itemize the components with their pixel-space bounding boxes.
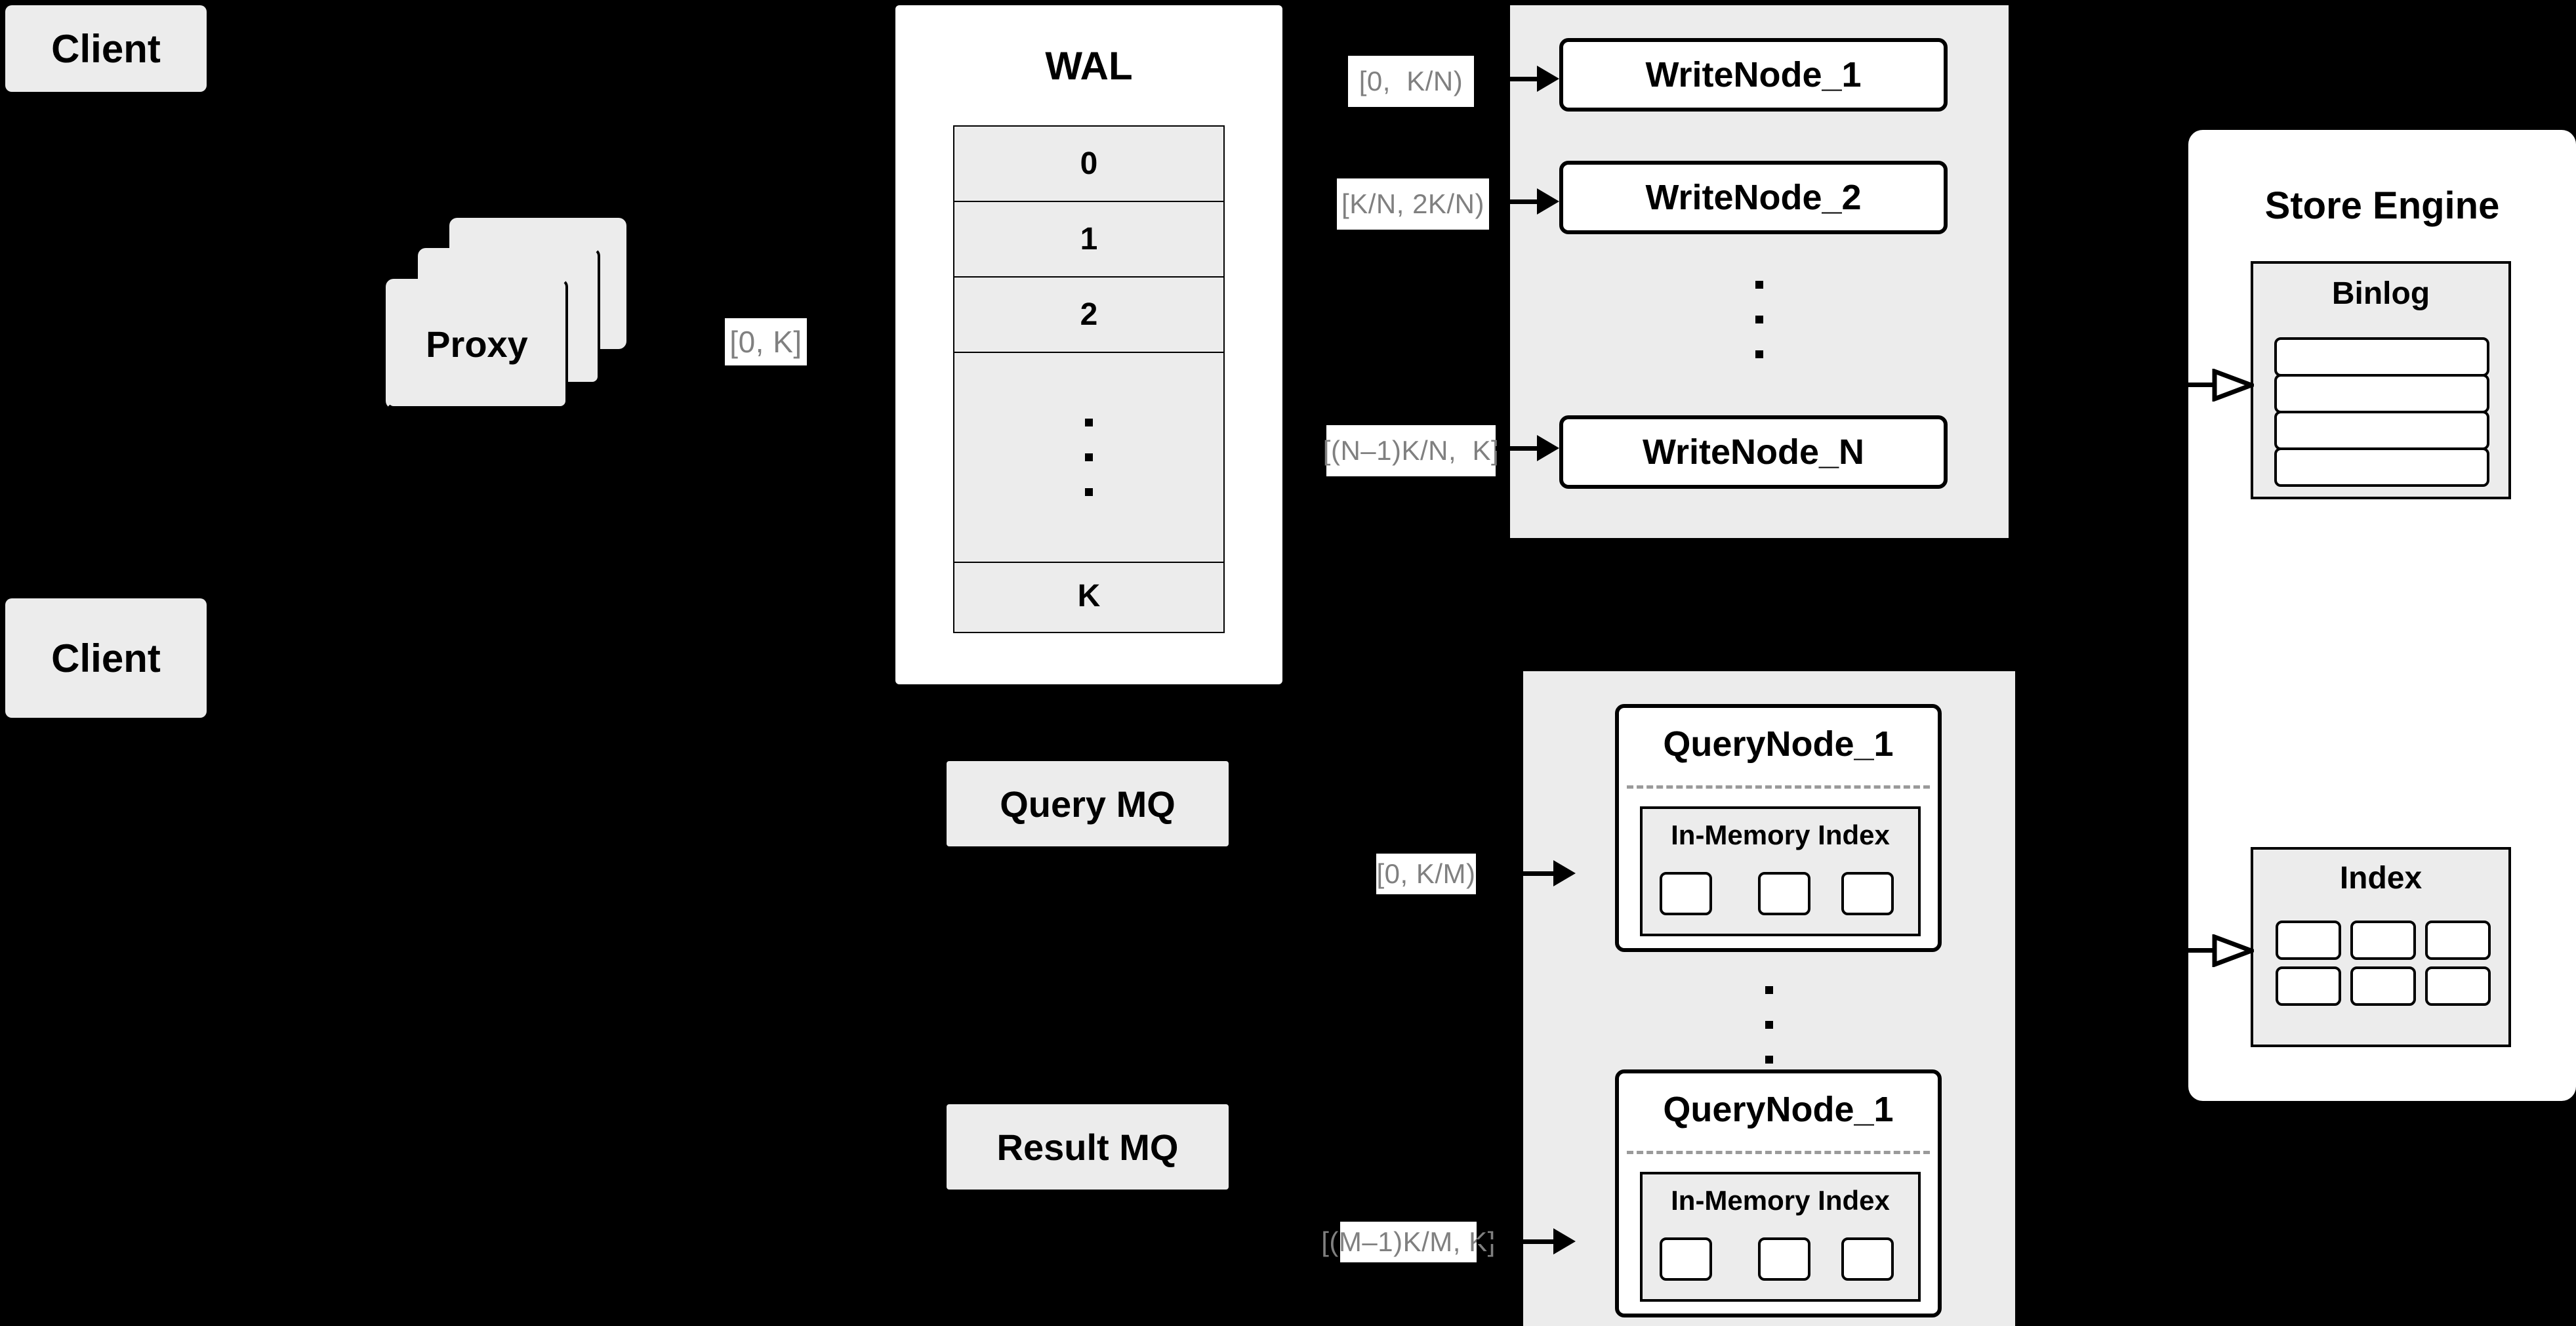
wal-row: 1 — [954, 202, 1223, 278]
query-node-cluster: QueryNode_1 In-Memory Index QueryNode_1 … — [1523, 671, 2015, 1326]
edge-label-query-node-m: [(M–1)K/M, K] — [1321, 1222, 1495, 1262]
client-box-1[interactable]: Client — [5, 5, 207, 92]
index-chip — [2425, 921, 2491, 960]
binlog-title: Binlog — [2331, 276, 2430, 311]
wal-row: 0 — [954, 127, 1223, 202]
arrow-line-write-node-1 — [1474, 77, 1540, 81]
vertical-ellipsis-icon — [1085, 419, 1093, 496]
arrow-head-query-node-1 — [1553, 860, 1576, 886]
arrow-head-open-to-binlog — [2212, 369, 2254, 402]
result-mq-label: Result MQ — [996, 1126, 1179, 1168]
write-node-cluster: WriteNode_1 WriteNode_2 WriteNode_N — [1510, 5, 2009, 538]
write-node-label: WriteNode_2 — [1645, 178, 1862, 217]
result-mq-box[interactable]: Result MQ — [947, 1104, 1229, 1190]
index-chip — [2276, 921, 2341, 960]
store-engine-title: Store Engine — [2264, 184, 2500, 227]
query-node-title: QueryNode_1 — [1663, 724, 1894, 764]
edge-label-proxy-to-wal: [0, K] — [725, 318, 807, 365]
wal-row-label: 1 — [1080, 222, 1098, 257]
edge-label-text: [K/N, 2K/N) — [1341, 188, 1484, 219]
edge-label-query-node-1: [0, K/M) — [1376, 854, 1476, 894]
query-mq-label: Query MQ — [1000, 783, 1176, 825]
arrow-head-open-to-index — [2212, 934, 2254, 967]
index-chip — [1660, 872, 1712, 915]
index-title: Index — [2339, 861, 2423, 896]
arrow-head-write-node-1 — [1537, 66, 1559, 92]
write-node-label: WriteNode_1 — [1645, 55, 1862, 94]
in-memory-index-title: In-Memory Index — [1671, 819, 1890, 850]
wal-row-label: 2 — [1080, 297, 1098, 332]
edge-label-write-node-1: [0, K/N) — [1348, 56, 1474, 107]
arrow-line-query-node-m — [1477, 1239, 1556, 1244]
edge-label-text: [(N–1)K/N, K] — [1322, 435, 1500, 466]
edge-label-write-node-n: [(N–1)K/N, K] — [1322, 425, 1500, 476]
in-memory-index-box: In-Memory Index — [1640, 806, 1921, 936]
index-chip — [2425, 966, 2491, 1006]
write-node-2[interactable]: WriteNode_2 — [1559, 161, 1948, 234]
wal-row-ellipsis — [954, 353, 1223, 563]
binlog-slab — [2274, 411, 2489, 450]
wal-title: WAL — [1045, 44, 1133, 88]
query-node-divider — [1627, 785, 1930, 789]
proxy-label: Proxy — [426, 323, 528, 365]
query-node-title: QueryNode_1 — [1663, 1090, 1894, 1129]
binlog-slab — [2274, 374, 2489, 413]
proxy-card-front[interactable]: Proxy — [386, 279, 568, 409]
arrow-head-query-node-m — [1553, 1228, 1576, 1254]
in-memory-index-box: In-Memory Index — [1640, 1172, 1921, 1302]
client-label: Client — [51, 26, 161, 71]
binlog-box: Binlog — [2251, 261, 2511, 499]
query-node-m[interactable]: QueryNode_1 In-Memory Index — [1615, 1069, 1942, 1317]
client-label: Client — [51, 636, 161, 680]
vertical-ellipsis-icon — [1765, 986, 1773, 1064]
arrow-line-to-index — [2188, 948, 2215, 953]
index-box: Index — [2251, 847, 2511, 1047]
wal-row: 2 — [954, 278, 1223, 353]
binlog-slab — [2274, 337, 2489, 377]
arrow-head-write-node-2 — [1537, 188, 1559, 215]
edge-label-text: [0, K] — [729, 325, 802, 359]
write-node-1[interactable]: WriteNode_1 — [1559, 38, 1948, 112]
wal-panel: WAL 0 1 2 K — [895, 5, 1282, 684]
index-chip — [1841, 872, 1894, 915]
index-chip — [1660, 1237, 1712, 1281]
edge-label-text: [0, K/N) — [1359, 66, 1463, 96]
proxy-stack[interactable]: Proxy — [377, 210, 685, 440]
arrow-line-write-node-n — [1496, 446, 1540, 451]
index-chip — [2276, 966, 2341, 1006]
arrow-line-to-binlog — [2188, 383, 2215, 387]
edge-label-text: [0, K/M) — [1376, 858, 1476, 889]
arrow-head-write-node-n — [1537, 435, 1559, 461]
query-node-1[interactable]: QueryNode_1 In-Memory Index — [1615, 704, 1942, 952]
index-chip — [2350, 966, 2416, 1006]
edge-label-write-node-2: [K/N, 2K/N) — [1337, 178, 1489, 230]
wal-row-label: K — [1077, 578, 1101, 613]
store-engine-panel: Store Engine Binlog Index — [2188, 130, 2576, 1101]
write-node-n[interactable]: WriteNode_N — [1559, 415, 1948, 489]
client-box-2[interactable]: Client — [5, 598, 207, 718]
index-chip — [1758, 1237, 1810, 1281]
wal-table: 0 1 2 K — [953, 125, 1225, 633]
binlog-slab — [2274, 447, 2489, 487]
edge-label-text: [(M–1)K/M, K] — [1321, 1226, 1496, 1257]
index-chip — [1758, 872, 1810, 915]
wal-row-label: 0 — [1080, 146, 1098, 181]
write-node-label: WriteNode_N — [1642, 432, 1865, 472]
in-memory-index-title: In-Memory Index — [1671, 1185, 1890, 1216]
arrow-line-query-node-1 — [1476, 871, 1556, 876]
index-chip — [2350, 921, 2416, 960]
wal-row: K — [954, 563, 1223, 629]
index-chip — [1841, 1237, 1894, 1281]
query-mq-box[interactable]: Query MQ — [947, 761, 1229, 846]
query-node-divider — [1627, 1151, 1930, 1154]
vertical-ellipsis-icon — [1755, 281, 1763, 358]
arrow-line-write-node-2 — [1489, 199, 1540, 204]
